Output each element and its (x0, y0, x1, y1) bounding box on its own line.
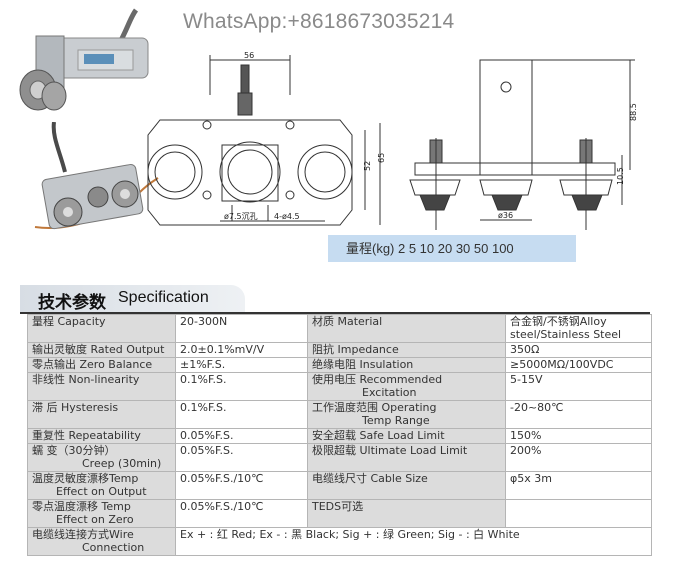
spec-value: 0.05%F.S. (175, 428, 308, 444)
spec-value: φ5x 3m (505, 471, 652, 500)
dim-885-label: 88.5 (629, 103, 638, 121)
spec-label: 绝缘电阻 Insulation (307, 357, 506, 373)
spec-label: 极限超载 Ultimate Load Limit (307, 443, 506, 472)
spec-value (505, 499, 652, 528)
spec-label: 输出灵敏度 Rated Output (27, 342, 176, 358)
spec-value: 0.05%F.S./10℃ (175, 499, 308, 528)
spec-value: -20~80℃ (505, 400, 652, 429)
front-view (147, 55, 381, 226)
spec-value: 合金钢/不锈钢Alloy steel/Stainless Steel (505, 314, 652, 343)
spec-label: 材质 Material (307, 314, 506, 343)
spec-value: ≥5000MΩ/100VDC (505, 357, 652, 373)
spec-value: 0.1%F.S. (175, 372, 308, 401)
spec-label: TEDS可选 (307, 499, 506, 528)
table-row: 重复性 Repeatability 0.05%F.S. 安全超载 Safe Lo… (27, 428, 652, 444)
spec-label: 零点输出 Zero Balance (27, 357, 176, 373)
whatsapp-watermark: WhatsApp:+8618673035214 (183, 10, 455, 33)
dim-holes4-label: 4-ø4.5 (274, 212, 300, 221)
wire-connection-value: Ex + : 红 Red; Ex - : 黑 Black; Sig + : 绿 … (175, 527, 652, 556)
spec-value: 20-300N (175, 314, 308, 343)
spec-value: 2.0±0.1%mV/V (175, 342, 308, 358)
spec-value: 350Ω (505, 342, 652, 358)
dim-hole-label: ø7.5沉孔 (224, 212, 258, 221)
dim-65-label: 65 (377, 153, 386, 163)
spec-label: 安全超载 Safe Load Limit (307, 428, 506, 444)
spec-label-multi: 蠕 变（30分钟）Creep (30min) (27, 443, 176, 472)
dim-105-label: 10.5 (616, 167, 625, 185)
table-row: 蠕 变（30分钟）Creep (30min) 0.05%F.S. 极限超载 Ul… (27, 443, 652, 472)
spec-title-cn: 技术参数 (38, 293, 106, 313)
dim-36-label: ø36 (498, 211, 513, 220)
spec-header: 技术参数 Specification (20, 285, 245, 313)
spec-title-en: Specification (118, 289, 209, 306)
spec-label: 阻抗 Impedance (307, 342, 506, 358)
spec-value: 150% (505, 428, 652, 444)
spec-label: 重复性 Repeatability (27, 428, 176, 444)
capacity-range-bar: 量程(kg) 2 5 10 20 30 50 100 (328, 235, 576, 262)
table-row: 输出灵敏度 Rated Output 2.0±0.1%mV/V 阻抗 Imped… (27, 342, 652, 358)
product-photo-top (19, 8, 149, 111)
table-row: 非线性 Non-linearity 0.1%F.S. 使用电压 Recommen… (27, 372, 652, 401)
spec-value: 200% (505, 443, 652, 472)
table-row: 量程 Capacity 20-300N 材质 Material 合金钢/不锈钢A… (27, 314, 652, 343)
spec-label: 电缆线尺寸 Cable Size (307, 471, 506, 500)
dim-52-label: 52 (363, 161, 372, 171)
spec-label: 滞 后 Hysteresis (27, 400, 176, 429)
spec-value: 0.05%F.S./10℃ (175, 471, 308, 500)
spec-value: 0.05%F.S. (175, 443, 308, 472)
spec-value: ±1%F.S. (175, 357, 308, 373)
spec-table: 量程 Capacity 20-300N 材质 Material 合金钢/不锈钢A… (27, 314, 652, 556)
product-photo-bottom (34, 122, 159, 230)
spec-value: 5-15V (505, 372, 652, 401)
dim-56-label: 56 (244, 51, 254, 60)
table-row: 滞 后 Hysteresis 0.1%F.S. 工作温度范围 Operating… (27, 400, 652, 429)
spec-divider (20, 312, 650, 314)
technical-drawing: 56 52 65 ø7.5沉孔 4-ø4.5 88.5 10.5 ø36 (147, 51, 638, 230)
table-row: 零点输出 Zero Balance ±1%F.S. 绝缘电阻 Insulatio… (27, 357, 652, 373)
spec-label: 量程 Capacity (27, 314, 176, 343)
spec-value: 0.1%F.S. (175, 400, 308, 429)
spec-label: 非线性 Non-linearity (27, 372, 176, 401)
side-view (409, 59, 635, 230)
